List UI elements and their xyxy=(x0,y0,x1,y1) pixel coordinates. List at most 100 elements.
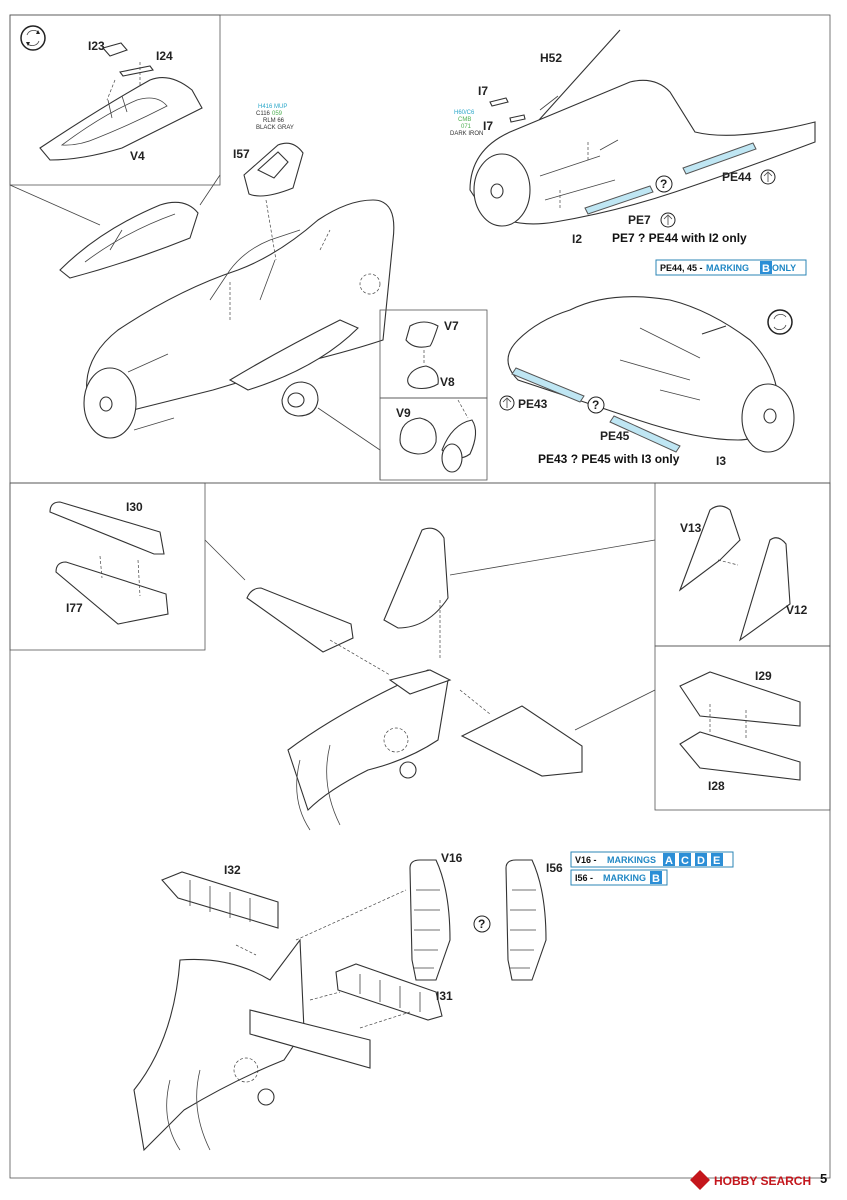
label-pe7: PE7 xyxy=(628,213,651,227)
part-v8 xyxy=(407,365,439,390)
canopy-placed xyxy=(59,201,199,279)
fold-up-icon xyxy=(760,169,776,185)
badge-v16-markings: V16 - MARKINGS A C D E xyxy=(570,851,734,868)
part-i28 xyxy=(679,731,801,781)
stabilizer-left-mid xyxy=(246,587,354,653)
label-v7: V7 xyxy=(444,319,459,333)
mid-right-inset-top: V13 V12 xyxy=(449,482,831,647)
svg-text:B: B xyxy=(652,873,660,885)
svg-text:E: E xyxy=(713,855,720,867)
svg-text:D: D xyxy=(697,855,705,867)
label-i56: I56 xyxy=(546,861,563,875)
tail-wheel-mid xyxy=(399,761,417,779)
label-i57: I57 xyxy=(233,147,250,161)
part-v9 xyxy=(399,417,437,455)
spinner-inset: V7 V8 V9 xyxy=(379,309,488,481)
svg-text:HOBBY SEARCH: HOBBY SEARCH xyxy=(714,1174,811,1188)
label-i24: I24 xyxy=(156,49,173,63)
fold-up-icon xyxy=(660,212,676,228)
watermark: HOBBY SEARCH xyxy=(690,1170,811,1190)
svg-text:RLM 66: RLM 66 xyxy=(263,118,285,124)
question-mark-icon: ? xyxy=(473,915,491,933)
svg-text:MARKING: MARKING xyxy=(603,873,646,883)
svg-text:C116: C116 xyxy=(256,111,271,117)
part-i23 xyxy=(102,42,128,57)
label-i31: I31 xyxy=(436,989,453,1003)
part-pe44 xyxy=(682,142,757,175)
svg-text:H60/C6: H60/C6 xyxy=(454,110,475,116)
part-i32 xyxy=(161,871,279,929)
lower-section-frame xyxy=(9,482,831,1179)
tail-fuselage-mid xyxy=(287,669,449,812)
badge-pe44-marking: PE44, 45 - MARKING B ONLY xyxy=(655,259,807,276)
part-i24 xyxy=(119,65,154,77)
label-i3: I3 xyxy=(716,454,726,468)
part-pe7 xyxy=(584,185,654,215)
part-i77 xyxy=(55,561,169,625)
svg-text:059: 059 xyxy=(272,111,283,117)
label-v13: V13 xyxy=(680,521,702,535)
label-i2: I2 xyxy=(572,232,582,246)
mid-left-inset: I30 I77 xyxy=(9,482,246,651)
rotate-icon xyxy=(767,309,793,335)
svg-text:MARKINGS: MARKINGS xyxy=(607,855,656,865)
part-h52-antenna xyxy=(529,29,621,131)
part-pe43 xyxy=(511,367,585,403)
label-pe43: PE43 xyxy=(518,397,548,411)
svg-text:?: ? xyxy=(660,177,667,191)
label-v8: V8 xyxy=(440,375,455,389)
svg-text:C: C xyxy=(681,855,689,867)
cockpit-vent xyxy=(359,273,381,295)
stabilizer-right-mid xyxy=(460,705,583,777)
part-v12 xyxy=(739,537,791,642)
rotate-icon xyxy=(20,25,46,51)
part-i7a xyxy=(489,97,509,107)
svg-text:CMB: CMB xyxy=(458,117,471,123)
fuselage-assembly-right: H52 I7 I7 H60/C6 CMB 071 DARK IRON I2 PE… xyxy=(450,29,816,246)
color-callout-1: H416 MUP C116 059 RLM 66 BLACK GRAY xyxy=(256,104,294,131)
part-v4-canopy xyxy=(39,77,203,161)
label-v16: V16 xyxy=(441,851,463,865)
tail-assembly-mid xyxy=(246,527,583,831)
question-mark-icon: ? xyxy=(587,396,605,414)
label-i7b: I7 xyxy=(483,119,493,133)
rudder-mid xyxy=(383,527,449,629)
label-v4: V4 xyxy=(130,149,145,163)
tail-wheel-bottom xyxy=(257,1088,275,1106)
part-i30 xyxy=(49,501,165,555)
fuselage-assembly-left: I57 H416 MUP C116 059 RLM 66 BLACK GRAY xyxy=(9,104,395,480)
label-h52: H52 xyxy=(540,51,562,65)
part-i31 xyxy=(335,963,443,1021)
svg-text:DARK IRON: DARK IRON xyxy=(450,131,483,137)
label-i32: I32 xyxy=(224,863,241,877)
svg-text:V16 -: V16 - xyxy=(575,855,597,865)
label-i77: I77 xyxy=(66,601,83,615)
svg-text:H416 MUP: H416 MUP xyxy=(258,104,287,110)
tail-assembly-bottom: I32 V16 I56 ? I31 xyxy=(133,851,563,1152)
part-i29 xyxy=(679,671,801,727)
top-left-inset: I23 I24 V4 xyxy=(9,14,221,186)
svg-text:?: ? xyxy=(478,917,485,931)
part-v7 xyxy=(405,321,439,348)
svg-text:?: ? xyxy=(592,398,599,412)
page-number: 5 xyxy=(820,1171,827,1186)
badge-i56-marking: I56 - MARKING B xyxy=(570,869,668,886)
svg-text:PE44, 45 -: PE44, 45 - xyxy=(660,263,703,273)
label-i29: I29 xyxy=(755,669,772,683)
label-i30: I30 xyxy=(126,500,143,514)
fuselage-body xyxy=(86,199,395,413)
svg-text:MARKING: MARKING xyxy=(706,263,749,273)
part-i7b xyxy=(509,114,526,123)
label-v9: V9 xyxy=(396,406,411,420)
stabilizer-bottom xyxy=(249,1009,371,1069)
svg-text:B: B xyxy=(762,263,770,275)
label-i28: I28 xyxy=(708,779,725,793)
part-v16 xyxy=(409,859,451,981)
fuselage-lower-body xyxy=(507,296,779,441)
fuselage-right-body xyxy=(469,79,816,225)
label-i7a: I7 xyxy=(478,84,488,98)
svg-text:BLACK GRAY: BLACK GRAY xyxy=(256,125,294,131)
tail-fuselage-bottom xyxy=(133,938,305,1152)
svg-text:ONLY: ONLY xyxy=(772,263,796,273)
label-v12: V12 xyxy=(786,603,808,617)
